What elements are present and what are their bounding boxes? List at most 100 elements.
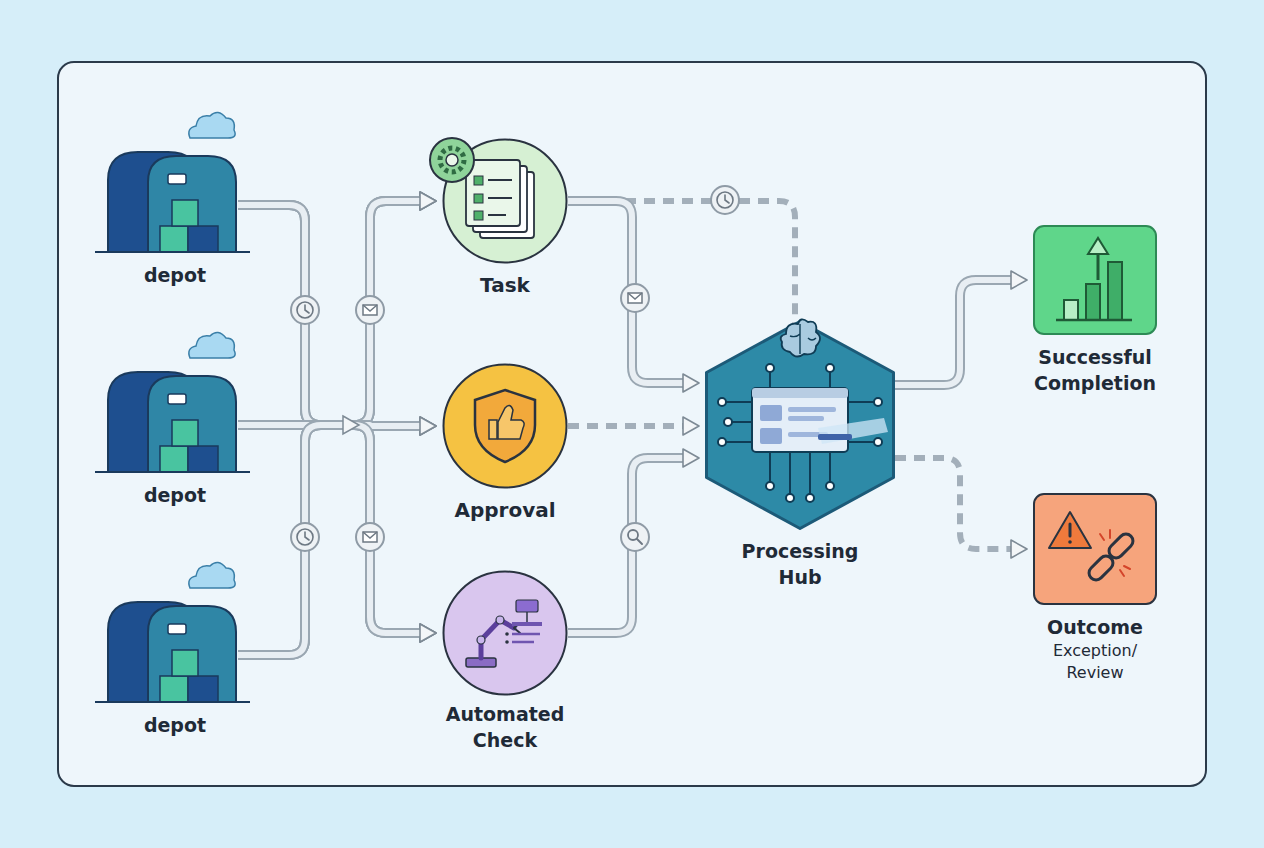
node-label: Automated Check	[420, 701, 590, 753]
connector-group	[238, 192, 1027, 655]
pipe-outline	[238, 205, 426, 426]
pipe-outline	[238, 425, 426, 655]
pipe-outline	[238, 201, 426, 425]
hub-circuit-art	[718, 319, 888, 502]
dashed-line	[568, 423, 689, 429]
depot-area	[100, 115, 250, 255]
dashed-connector	[568, 417, 699, 435]
dashed-connector	[895, 458, 1027, 558]
check-circle: Automated Check	[442, 570, 568, 753]
clock-icon	[711, 186, 739, 214]
pipe-core	[238, 425, 426, 655]
pipe-connector	[238, 425, 436, 655]
depot-illustration	[95, 562, 250, 702]
depot-node: depot	[95, 565, 255, 737]
clock-icon	[291, 523, 319, 551]
approval-icon	[475, 390, 535, 462]
mail-icon	[356, 296, 384, 324]
depot-illustration	[95, 332, 250, 472]
arrow-head	[420, 417, 436, 435]
arrow-head	[420, 624, 436, 642]
depot-node: depot	[95, 115, 255, 287]
depot-outline	[100, 115, 250, 255]
pipe-core	[238, 205, 426, 633]
search-icon	[621, 523, 649, 551]
pipe-core	[238, 201, 426, 655]
depot-outline	[100, 335, 250, 475]
pipe-connector	[238, 192, 436, 655]
junction-arrow	[343, 416, 359, 434]
pipe-core	[238, 201, 426, 425]
box-outline	[1033, 225, 1157, 335]
pipe-connector	[238, 205, 436, 435]
pipe-outline	[568, 201, 689, 383]
circle-shape	[444, 140, 567, 263]
node-label: depot	[95, 263, 255, 287]
arrow-head	[420, 192, 436, 210]
pipe-core	[568, 458, 689, 633]
task-icon	[430, 138, 534, 238]
node-label: Task	[425, 272, 585, 298]
pipe-outline	[895, 280, 1017, 385]
result-box: OutcomeException/ Review	[1005, 493, 1185, 684]
box-shape	[1034, 494, 1156, 604]
node-label: Approval	[425, 497, 585, 523]
arrow-head	[420, 624, 436, 642]
node-label: Outcome	[1015, 614, 1175, 640]
pipe-core	[568, 201, 689, 383]
pipe-core	[238, 425, 426, 655]
pipe-core	[895, 280, 1017, 385]
mail-icon	[621, 284, 649, 312]
pipe-connector	[895, 271, 1027, 385]
circle-outline	[442, 363, 568, 489]
pipe-core	[238, 425, 426, 633]
circle-shape	[444, 572, 567, 695]
arrow-head	[420, 624, 436, 642]
mail-icon	[356, 523, 384, 551]
node-label: depot	[95, 713, 255, 737]
node-label: Exception/ Review	[1040, 640, 1150, 684]
depot-outline	[100, 565, 250, 705]
circle-shape	[444, 365, 567, 488]
arrow-head	[1011, 271, 1027, 289]
panel-frame	[58, 62, 1206, 786]
pipe-connector	[568, 449, 699, 633]
result-box: Successful Completion	[1005, 225, 1185, 396]
depot-illustration	[95, 112, 250, 252]
arrow-head	[683, 374, 699, 392]
arrow-head	[683, 449, 699, 467]
circle-outline	[442, 138, 568, 264]
pipe-outline	[238, 205, 426, 633]
pipe-connector	[238, 192, 436, 425]
dashed-line	[568, 201, 795, 324]
broken-chain-icon	[1049, 512, 1136, 583]
arrow-head	[683, 417, 699, 435]
dashed-line	[895, 458, 1017, 549]
depot-area	[100, 335, 250, 475]
arrow-head	[420, 417, 436, 435]
circle-outline	[442, 570, 568, 696]
pipe-outline	[238, 425, 426, 633]
hub-hexagon: Processing Hub	[705, 320, 895, 590]
pipe-outline	[238, 201, 426, 425]
task-circle: Task	[442, 138, 568, 298]
clock-icon	[291, 296, 319, 324]
pipe-outline	[238, 425, 426, 655]
node-label: Successful Completion	[1015, 344, 1175, 396]
arrow-head	[420, 192, 436, 210]
arrow-head	[420, 417, 436, 435]
arrow-head	[1011, 540, 1027, 558]
arrow-head	[420, 192, 436, 210]
node-label: depot	[95, 483, 255, 507]
box-shape	[1034, 226, 1156, 334]
node-label: Processing Hub	[725, 538, 875, 590]
hex-outline	[705, 320, 895, 530]
pipe-outline	[238, 201, 426, 655]
approval-circle: Approval	[442, 363, 568, 523]
pipe-connector	[238, 417, 436, 655]
chart-icon	[1056, 238, 1132, 320]
box-outline	[1033, 493, 1157, 605]
pipe-connector	[238, 192, 436, 425]
